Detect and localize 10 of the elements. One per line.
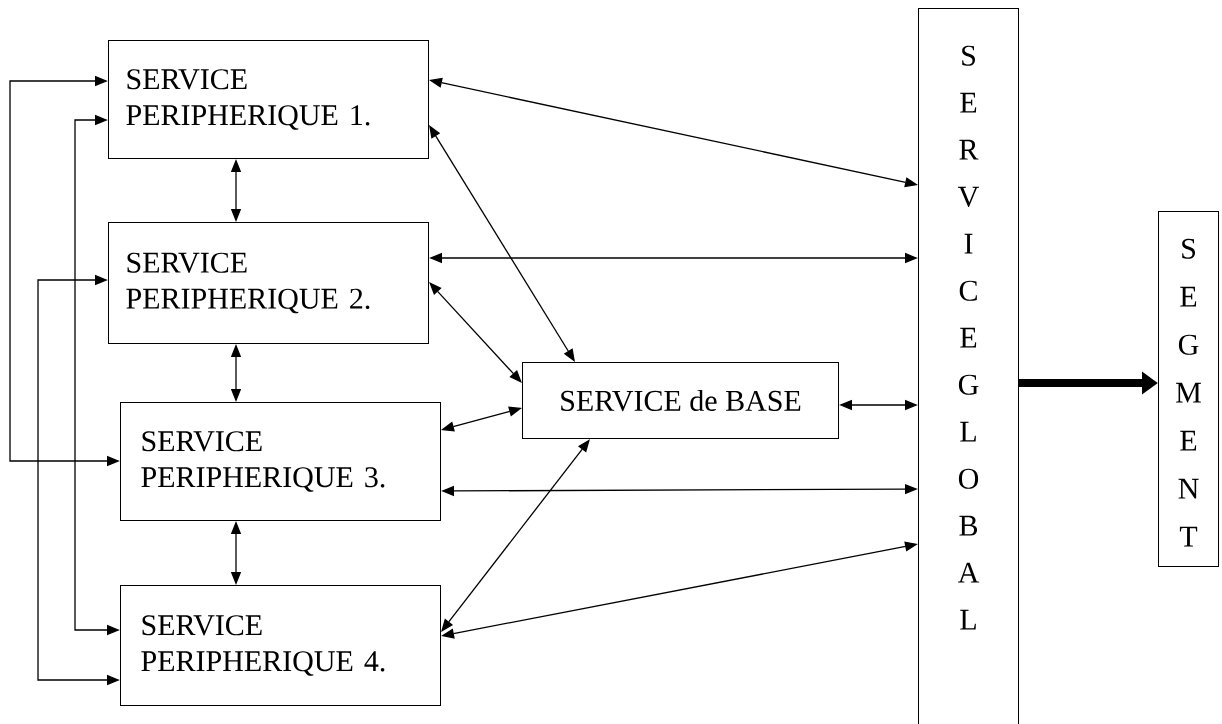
- arrow: [429, 125, 575, 362]
- service-box: SERVICE PERIPHERIQUE 3.: [120, 402, 441, 521]
- service-box: SERVICE PERIPHERIQUE 2.: [108, 222, 429, 344]
- service-box: SERVICE PERIPHERIQUE 1.: [108, 40, 429, 159]
- arrow: [429, 282, 522, 383]
- service-box: SERVICE de BASE: [522, 362, 839, 439]
- arrow: [441, 439, 590, 632]
- vertical-label-box: SEGMENT: [1158, 211, 1219, 567]
- service-box: SERVICE PERIPHERIQUE 4.: [120, 585, 441, 706]
- vertical-label-box: SERVICE GLOBAL: [918, 8, 1019, 724]
